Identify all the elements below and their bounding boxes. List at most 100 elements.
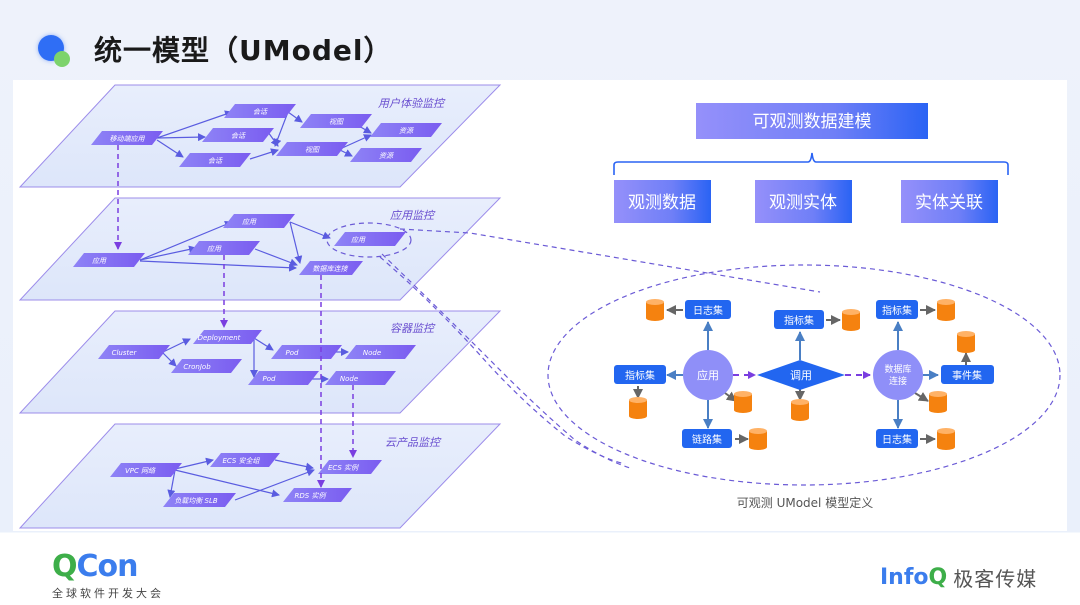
layer-4-edges (167, 457, 315, 501)
storage-cylinder-icon (957, 331, 975, 353)
set-box-db-metric[interactable]: 指标集 (876, 300, 918, 319)
entity-node[interactable]: 会话 (224, 104, 296, 118)
svg-text:视图: 视图 (329, 118, 344, 126)
storage-cylinder-icon (646, 299, 664, 321)
svg-text:Cluster: Cluster (112, 349, 138, 357)
entity-node[interactable]: RDS 实例 (283, 488, 352, 502)
storage-cylinder-icon (842, 309, 860, 331)
storage-cylinder-icon (929, 391, 947, 413)
title-dots-icon (36, 29, 76, 69)
svg-text:Pod: Pod (263, 375, 277, 383)
svg-text:日志集: 日志集 (882, 433, 912, 446)
layer-application: 应用监控 (18, 197, 502, 301)
footer (0, 545, 1080, 605)
entity-node[interactable]: 负载均衡 SLB (163, 493, 236, 507)
svg-text:Node: Node (363, 349, 381, 357)
svg-text:数据库连接: 数据库连接 (313, 265, 349, 273)
modeling-child-entity-relation[interactable]: 实体关联 (901, 180, 998, 223)
svg-text:指标集: 指标集 (882, 304, 912, 317)
set-box-db-event[interactable]: 事件集 (941, 365, 994, 384)
svg-text:ECS 安全组: ECS 安全组 (222, 457, 260, 465)
modeling-child-observed-data[interactable]: 观测数据 (614, 180, 711, 223)
layer-label: 容器监控 (390, 322, 436, 335)
layer-cloud-product: 云产品监控 (18, 423, 502, 529)
entity-node[interactable]: Pod (248, 371, 319, 385)
layer-1-nodes: 移动端应用 会话 会话 会话 视图 视图 资源 资源 (91, 104, 442, 167)
layer-label: 应用监控 (390, 209, 436, 222)
entity-node[interactable]: Cluster (98, 345, 170, 359)
entity-node[interactable]: ECS 安全组 (210, 453, 280, 467)
umodel-steel-edges (666, 321, 939, 429)
layer-2-edges (139, 220, 331, 272)
entity-node[interactable]: 应用 (223, 214, 295, 228)
entity-node[interactable]: VPC 网络 (110, 463, 182, 477)
svg-text:会话: 会话 (231, 132, 246, 140)
svg-text:RDS 实例: RDS 实例 (295, 492, 327, 500)
infoq-brand-text: 极客传媒 (953, 567, 1038, 591)
entity-node[interactable]: 会话 (179, 153, 251, 167)
storage-cylinder-icon (937, 428, 955, 450)
entity-node[interactable]: Node (325, 371, 396, 385)
green-dot (54, 51, 70, 67)
entity-node[interactable]: 移动端应用 (91, 131, 163, 145)
umodel-call-node[interactable]: 调用 (757, 360, 845, 390)
entity-node[interactable]: 数据库连接 (299, 261, 363, 275)
umodel-app-node[interactable]: 应用 (683, 350, 733, 400)
umodel-caption: 可观测 UModel 模型定义 (737, 495, 873, 510)
cross-layer-links (114, 145, 357, 488)
set-box-app-log[interactable]: 日志集 (685, 300, 731, 319)
entity-node[interactable]: CronJob (171, 359, 242, 373)
entity-node[interactable]: Pod (271, 345, 342, 359)
svg-text:观测实体: 观测实体 (769, 193, 837, 213)
entity-node[interactable]: 视图 (276, 142, 348, 156)
entity-node[interactable]: 资源 (350, 148, 422, 162)
storage-cylinder-icon (629, 397, 647, 419)
svg-text:链路集: 链路集 (692, 433, 722, 446)
svg-text:Node: Node (340, 375, 358, 383)
set-box-app-metric[interactable]: 指标集 (614, 365, 666, 384)
layer-4-nodes: VPC 网络 ECS 安全组 负载均衡 SLB ECS 实例 RDS 实例 (110, 453, 382, 507)
entity-node[interactable]: 应用 (73, 253, 145, 267)
entity-node[interactable]: 资源 (370, 123, 442, 137)
svg-text:数据库: 数据库 (884, 363, 911, 375)
svg-text:实体关联: 实体关联 (915, 193, 983, 213)
storage-cylinder-icon (749, 428, 767, 450)
svg-text:会话: 会话 (253, 108, 268, 116)
entity-node[interactable]: 会话 (202, 128, 274, 142)
layer-3-nodes: Cluster Deployment CronJob Pod Pod Node … (98, 330, 416, 385)
entity-node[interactable]: 应用 (188, 241, 260, 255)
umodel-set-boxes: 日志集 指标集 链路集 指标集 指标集 事件集 日志集 (614, 300, 994, 448)
svg-text:负载均衡 SLB: 负载均衡 SLB (174, 497, 218, 505)
svg-text:ECS 实例: ECS 实例 (328, 464, 359, 472)
storage-cylinder-icon (937, 299, 955, 321)
entity-node[interactable]: 应用 (334, 232, 406, 246)
hierarchy-brace (613, 152, 1009, 175)
svg-text:Pod: Pod (286, 349, 300, 357)
svg-text:Deployment: Deployment (198, 334, 241, 342)
entity-node[interactable]: ECS 实例 (318, 460, 382, 474)
entity-node[interactable]: 视图 (300, 114, 372, 128)
set-box-app-trace[interactable]: 链路集 (682, 429, 732, 448)
entity-node[interactable]: Node (345, 345, 416, 359)
svg-text:应用: 应用 (351, 236, 366, 244)
entity-node[interactable]: Deployment (193, 330, 262, 344)
set-box-db-log[interactable]: 日志集 (876, 429, 918, 448)
modeling-child-observed-entity[interactable]: 观测实体 (755, 180, 852, 223)
layer-3-edges (162, 337, 349, 383)
svg-text:应用: 应用 (92, 257, 107, 265)
layer-2-nodes: 应用 应用 应用 应用 数据库连接 (73, 214, 406, 275)
svg-text:指标集: 指标集 (625, 369, 655, 382)
page-title: 统一模型（UModel） (94, 34, 393, 67)
svg-text:可观测数据建模: 可观测数据建模 (753, 112, 872, 132)
svg-text:应用: 应用 (242, 218, 257, 226)
svg-text:资源: 资源 (399, 127, 415, 135)
highlight-ellipse (326, 222, 412, 258)
svg-text:会话: 会话 (208, 157, 223, 165)
qcon-logo: QCon 全球软件开发大会 (52, 549, 164, 601)
svg-text:资源: 资源 (379, 152, 395, 160)
modeling-root-box[interactable]: 可观测数据建模 (696, 103, 928, 139)
set-box-call-metric[interactable]: 指标集 (774, 310, 824, 329)
layer-container: 容器监控 (18, 310, 502, 414)
svg-text:指标集: 指标集 (784, 314, 814, 327)
umodel-db-node[interactable]: 数据库 连接 (873, 350, 923, 400)
